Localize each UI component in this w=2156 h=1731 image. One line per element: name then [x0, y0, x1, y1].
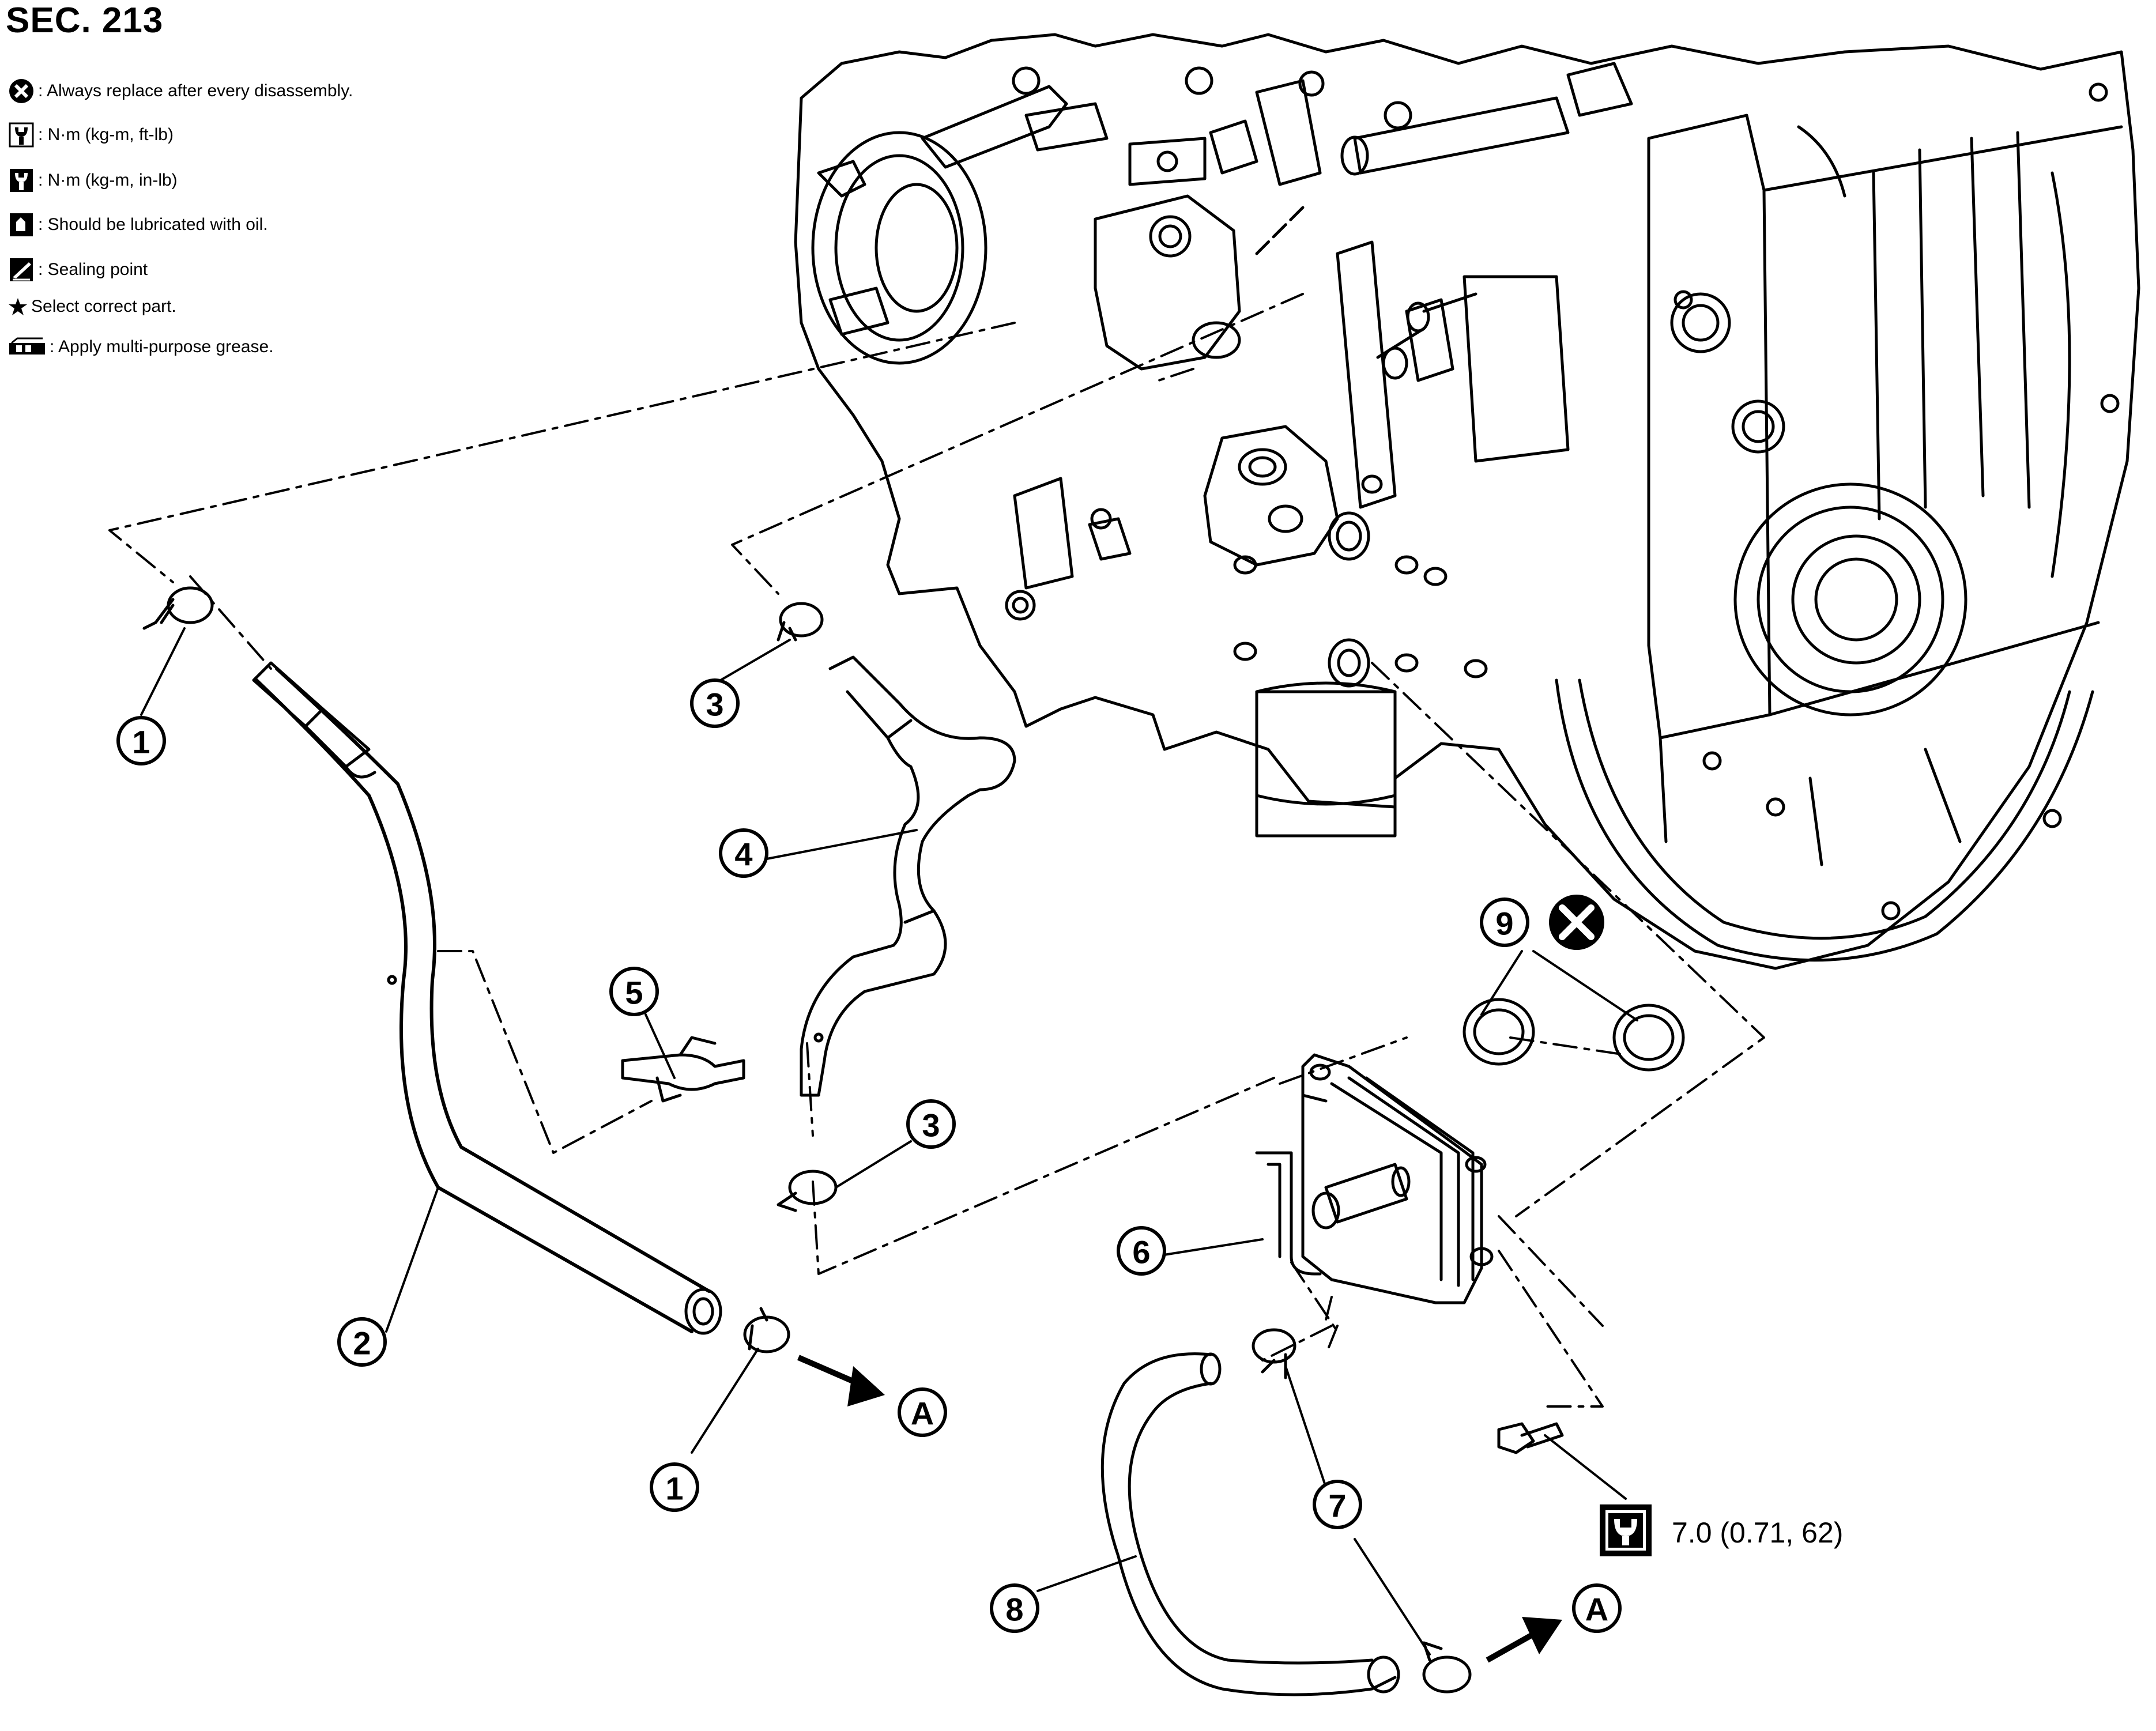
legend-sealing: : Sealing point	[8, 256, 148, 284]
callout-5	[609, 967, 659, 1016]
callout-2	[337, 1317, 387, 1367]
arrow-to-a-1	[797, 1355, 885, 1406]
grease-icon	[9, 337, 45, 355]
sealant-icon	[10, 258, 33, 281]
callout-4	[719, 828, 768, 878]
legend-text: : Sealing point	[38, 260, 148, 279]
legend-text: : N·m (kg-m, in-lb)	[38, 171, 178, 190]
callout-8	[990, 1583, 1039, 1633]
clamp-7-lower	[1422, 1641, 1472, 1694]
legend-replace: : Always replace after every disassembly…	[8, 77, 353, 105]
callout-5-label: 5	[625, 975, 643, 1011]
callout-1-upper	[116, 716, 166, 765]
callout-1-lower-label: 1	[665, 1470, 683, 1507]
engine-block	[794, 33, 2140, 970]
callout-7-label: 7	[1328, 1488, 1346, 1524]
callout-a-2	[1572, 1583, 1622, 1633]
o-ring-9	[1463, 998, 1685, 1072]
callout-1-upper-label: 1	[132, 724, 150, 760]
clamp-3-lower	[777, 1170, 838, 1212]
leader-dashed-lines	[108, 293, 1765, 1408]
clamp-7-upper	[1252, 1328, 1296, 1379]
oil-cooler	[1255, 1053, 1494, 1304]
callout-2-label: 2	[353, 1325, 371, 1362]
callout-3-upper	[690, 678, 740, 728]
callout-8-label: 8	[1005, 1592, 1023, 1628]
section-title: SEC. 213	[6, 1, 164, 40]
hose-2	[252, 661, 722, 1335]
hose-8	[1100, 1352, 1400, 1696]
torque-wrench-inlb-icon	[10, 169, 33, 192]
callout-6	[1117, 1226, 1166, 1276]
torque-spec: 7.0 (0.71, 62)	[1672, 1517, 1844, 1549]
legend-oil: : Should be lubricated with oil.	[8, 211, 268, 239]
legend-text: Select correct part.	[31, 297, 176, 316]
replace-x-icon	[9, 79, 33, 103]
callout-a-1	[898, 1387, 947, 1437]
replace-x-icon	[1549, 895, 1604, 950]
clamp-3-upper	[777, 602, 824, 642]
legend-text: : Should be lubricated with oil.	[38, 215, 268, 234]
callout-3-lower-label: 3	[922, 1107, 940, 1144]
callout-9	[1480, 897, 1529, 947]
torque-wrench-ftlb-icon	[9, 122, 34, 148]
callout-3-lower	[906, 1099, 956, 1149]
legend-select: Select correct part.	[8, 293, 176, 320]
torque-wrench-inlb-icon	[1600, 1504, 1652, 1556]
callout-3-upper-label: 3	[706, 687, 723, 723]
oil-can-icon	[10, 213, 33, 236]
legend-text: : Apply multi-purpose grease.	[50, 337, 274, 356]
callout-leaders	[140, 627, 1638, 1655]
clamp-5	[621, 1036, 745, 1103]
bolt	[1497, 1422, 1564, 1454]
callout-7	[1313, 1480, 1362, 1529]
clamp-1-lower	[743, 1307, 790, 1353]
legend-text: : N·m (kg-m, ft-lb)	[38, 125, 174, 144]
callout-a-2-label: A	[1585, 1592, 1608, 1628]
clamp-1-upper	[142, 586, 214, 630]
callout-1-lower	[650, 1462, 699, 1512]
arrow-to-a-2	[1486, 1617, 1562, 1663]
callout-6-label: 6	[1132, 1234, 1150, 1270]
callout-9-label: 9	[1495, 906, 1513, 942]
callout-a-1-label: A	[911, 1396, 934, 1432]
legend-text: : Always replace after every disassembly…	[38, 81, 353, 100]
legend-grease: : Apply multi-purpose grease.	[8, 333, 274, 361]
star-icon	[9, 298, 27, 315]
legend-torque-ftlb: : N·m (kg-m, ft-lb)	[8, 121, 174, 149]
legend-torque-inlb: : N·m (kg-m, in-lb)	[8, 167, 178, 194]
hose-4	[800, 655, 1016, 1097]
callout-4-label: 4	[734, 836, 752, 873]
